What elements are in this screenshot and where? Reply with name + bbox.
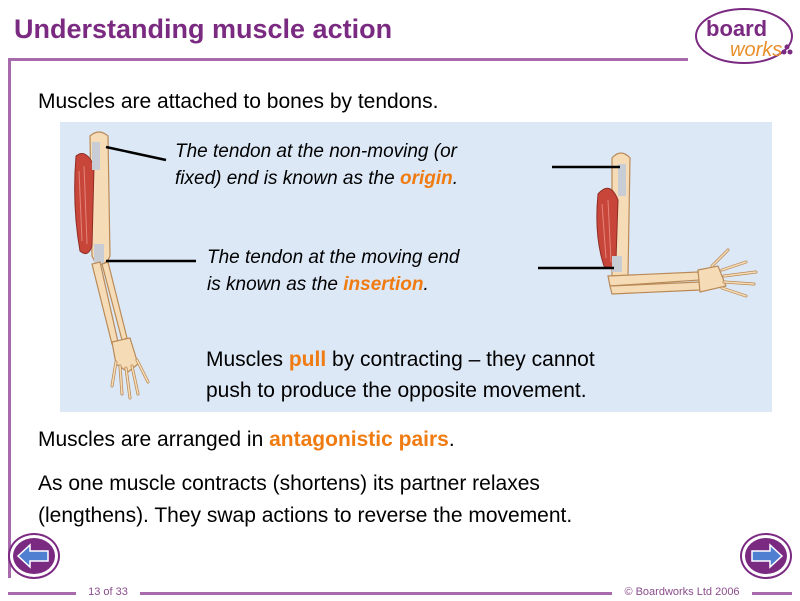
frame-bottom-border: [8, 592, 792, 595]
origin-line1: The tendon at the non-moving (or: [175, 141, 458, 162]
contracts-line1: As one muscle contracts (shortens) its p…: [38, 472, 540, 495]
bent-arm-illustration: [596, 152, 758, 298]
previous-slide-button[interactable]: [8, 533, 60, 579]
pull-line2: push to produce the opposite movement.: [206, 379, 587, 402]
svg-text:works: works: [730, 39, 782, 61]
straight-arm-illustration: [74, 131, 150, 400]
insertion-highlight: insertion: [343, 274, 424, 295]
antagonistic-pairs-text: Muscles are arranged in antagonistic pai…: [38, 428, 455, 452]
pull-explanation: Muscles pull by contracting – they canno…: [206, 344, 595, 406]
intro-text: Muscles are attached to bones by tendons…: [38, 90, 439, 113]
insertion-line2-prefix: is known as the: [207, 274, 344, 295]
slide-title: Understanding muscle action: [14, 14, 393, 44]
pairs-suffix: .: [448, 428, 455, 451]
contracts-text: As one muscle contracts (shortens) its p…: [38, 468, 572, 532]
insertion-line1: The tendon at the moving end: [207, 247, 460, 268]
origin-highlight: origin: [399, 168, 453, 189]
frame-left-border: [8, 58, 11, 578]
frame-top-border: [8, 58, 688, 61]
origin-line2-suffix: .: [452, 168, 459, 189]
pull-prefix: Muscles: [206, 348, 289, 371]
diagram-panel: [60, 122, 772, 412]
insertion-line2-suffix: .: [423, 274, 429, 295]
origin-label: The tendon at the non-moving (or fixed) …: [175, 138, 458, 192]
back-arrow-icon: [10, 535, 58, 577]
pull-highlight: pull: [288, 348, 327, 371]
contracts-line2: (lengthens). They swap actions to revers…: [38, 504, 573, 527]
page-number: 13 of 33: [76, 583, 140, 601]
origin-line2-prefix: fixed) end is known as the: [175, 168, 400, 189]
copyright-notice: © Boardworks Ltd 2006: [612, 583, 752, 601]
pairs-highlight: antagonistic pairs: [269, 428, 449, 451]
pairs-prefix: Muscles are arranged in: [38, 428, 270, 451]
insertion-label: The tendon at the moving end is known as…: [207, 244, 459, 298]
next-slide-button[interactable]: [740, 533, 792, 579]
forward-arrow-icon: [742, 535, 790, 577]
boardworks-logo: board works: [694, 6, 796, 66]
pull-line1-suffix: by contracting – they cannot: [326, 348, 595, 371]
svg-text:board: board: [706, 16, 767, 41]
